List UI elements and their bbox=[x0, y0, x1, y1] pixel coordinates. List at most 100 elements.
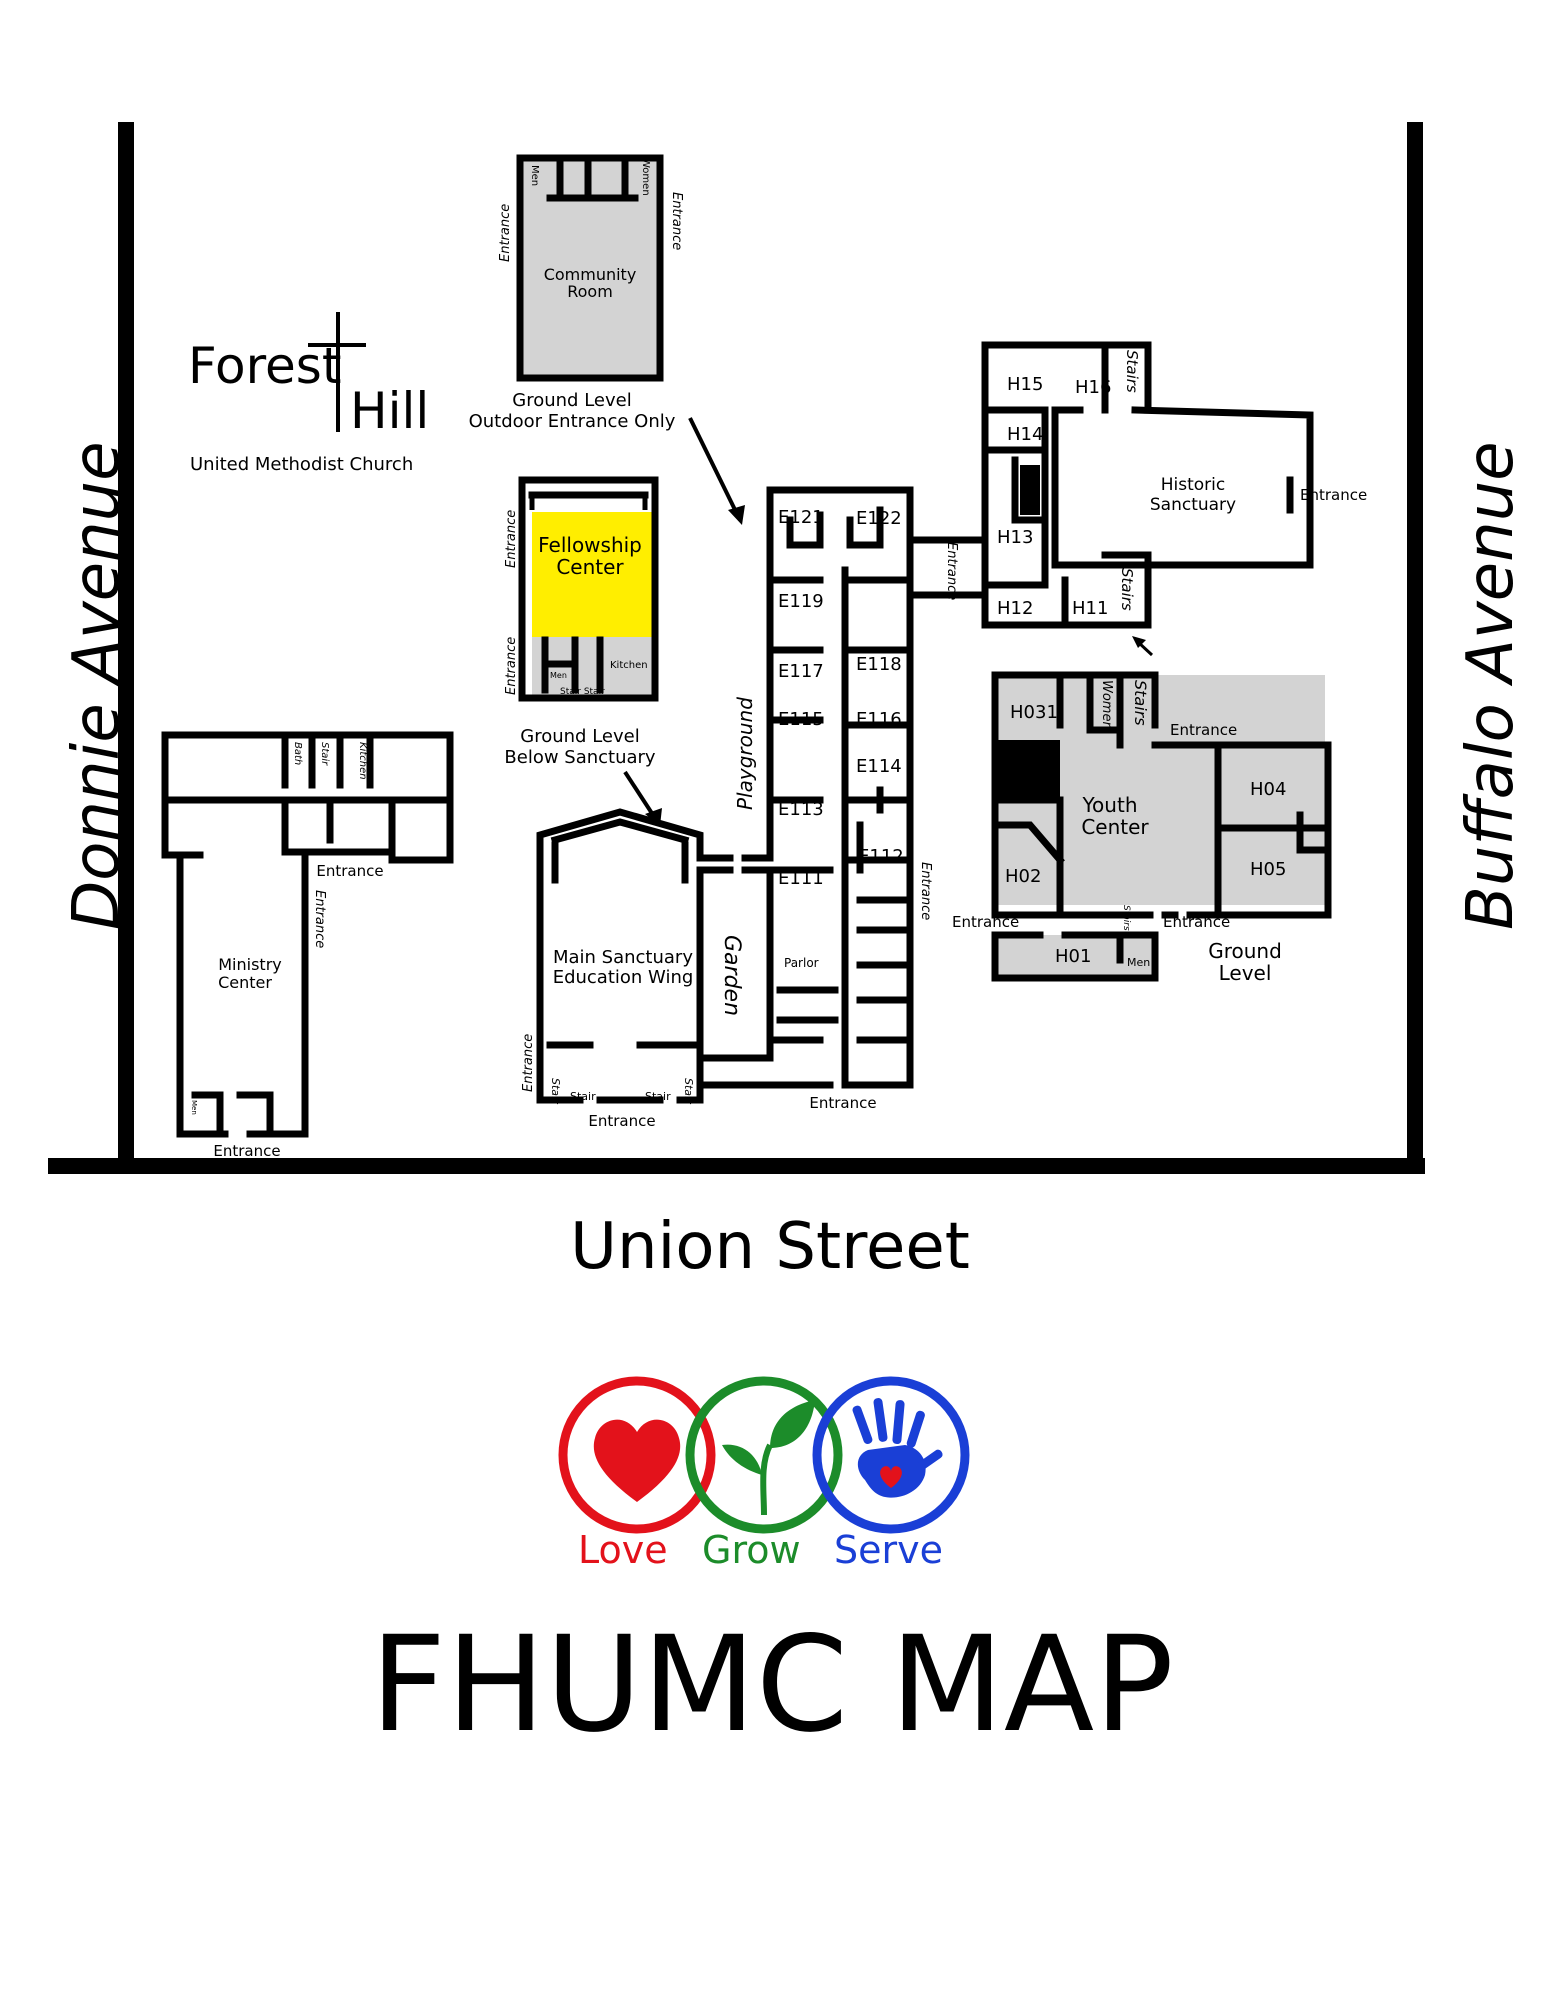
ministry-center-label: Ministry bbox=[218, 955, 282, 974]
svg-text:Center: Center bbox=[218, 973, 272, 992]
stair-label: Stair bbox=[682, 1078, 695, 1105]
love-grow-serve-emblem: Love Grow Serve bbox=[558, 1376, 970, 1572]
svg-text:United Methodist Church: United Methodist Church bbox=[190, 454, 413, 475]
sprout-icon bbox=[722, 1400, 815, 1516]
svg-text:Room: Room bbox=[567, 282, 613, 301]
stair-label: Stair Stair bbox=[560, 687, 605, 697]
entrance-label: Entrance bbox=[1300, 486, 1367, 504]
bath-label: Bath bbox=[292, 742, 303, 765]
historic-sanctuary-building: H15 H16 H14 H13 H12 H11 Historic Sanctua… bbox=[981, 341, 1367, 657]
stair-label: Stair bbox=[645, 1090, 671, 1103]
entrance-label: Entrance bbox=[504, 637, 519, 695]
stair-label: Stair bbox=[570, 1090, 596, 1103]
kitchen-label: Kitchen bbox=[610, 660, 648, 671]
entrance-label: Entrance bbox=[944, 542, 959, 600]
ground-level-note: Ground Level bbox=[520, 726, 639, 747]
ground-level-note: Ground Level bbox=[512, 390, 631, 411]
room-h12: H12 bbox=[997, 598, 1033, 619]
room-h02: H02 bbox=[1005, 866, 1041, 887]
ministry-center-building: Ministry Center Bath Stair Kitchen Entra… bbox=[161, 731, 454, 1160]
room-h031: H031 bbox=[1010, 702, 1058, 723]
serve-circle bbox=[812, 1376, 970, 1534]
main-sanctuary-building: Main Sanctuary Education Wing Garden Pla… bbox=[521, 486, 959, 1130]
room-e113: E113 bbox=[778, 799, 824, 820]
entrance-label: Entrance bbox=[504, 510, 519, 568]
community-room-building: Community Room Men Women Entrance Entran… bbox=[469, 154, 745, 525]
entrance-label: Entrance bbox=[918, 862, 933, 920]
room-e121: E121 bbox=[778, 507, 824, 528]
room-e114: E114 bbox=[856, 756, 902, 777]
room-e115: E115 bbox=[778, 709, 824, 730]
entrance-label: Entrance bbox=[1163, 913, 1230, 931]
handprint-icon bbox=[852, 1398, 943, 1498]
svg-text:Center: Center bbox=[556, 555, 624, 579]
stair-label: Stair bbox=[319, 742, 330, 766]
entrance-label: Entrance bbox=[498, 204, 513, 262]
youth-center-label: Youth bbox=[1082, 793, 1138, 817]
room-e117: E117 bbox=[778, 661, 824, 682]
below-sanctuary-note: Below Sanctuary bbox=[504, 747, 656, 768]
entrance-label: Entrance bbox=[316, 862, 383, 880]
room-e116: E116 bbox=[856, 709, 902, 730]
entrance-label: Entrance bbox=[588, 1112, 655, 1130]
outdoor-entrance-note: Outdoor Entrance Only bbox=[469, 411, 676, 432]
stairs-label: Stairs bbox=[1123, 350, 1141, 393]
arrow-icon bbox=[688, 417, 742, 521]
playground-label: Playground bbox=[733, 697, 757, 810]
entrance-label: Entrance bbox=[952, 913, 1019, 931]
grow-circle bbox=[685, 1376, 843, 1534]
room-e122: E122 bbox=[856, 508, 902, 529]
donnie-avenue-label: Donnie Avenue bbox=[60, 441, 134, 930]
entrance-label: Entrance bbox=[1170, 721, 1237, 739]
room-e112: E112 bbox=[858, 846, 904, 867]
men-restroom-label: Men bbox=[550, 671, 567, 680]
fellowship-center-building: Fellowship Center Kitchen Men Stair Stai… bbox=[504, 476, 662, 826]
svg-text:Sanctuary: Sanctuary bbox=[1150, 495, 1236, 515]
education-wing-label: Education Wing bbox=[553, 967, 694, 988]
entrance-label: Entrance bbox=[669, 192, 684, 250]
ground-level-note: Ground bbox=[1208, 939, 1282, 963]
buffalo-avenue-label: Buffalo Avenue bbox=[1454, 441, 1528, 930]
room-e119: E119 bbox=[778, 591, 824, 612]
stairs-label: Stairs bbox=[1131, 680, 1150, 726]
forest-hill-logo: Forest Hill United Methodist Church bbox=[188, 312, 429, 475]
room-e118: E118 bbox=[856, 654, 902, 675]
entrance-label: Entrance bbox=[213, 1142, 280, 1160]
men-restroom-label: Men bbox=[190, 1100, 198, 1115]
entrance-label: Entrance bbox=[809, 1094, 876, 1112]
entrance-label: Entrance bbox=[312, 890, 327, 948]
fellowship-center-area bbox=[532, 512, 652, 637]
room-e111: E111 bbox=[778, 868, 824, 889]
garden-label: Garden bbox=[719, 935, 744, 1016]
women-restroom-label: Women bbox=[1099, 680, 1114, 730]
stairs-label: Stairs bbox=[1121, 905, 1131, 931]
room-h01: H01 bbox=[1055, 946, 1091, 967]
svg-text:Level: Level bbox=[1219, 961, 1272, 985]
union-street-label: Union Street bbox=[570, 1210, 970, 1284]
room-h11: H11 bbox=[1072, 598, 1108, 619]
women-restroom-label: Women bbox=[640, 158, 651, 196]
serve-label: Serve bbox=[834, 1528, 943, 1572]
stairs-label: Stairs bbox=[1118, 568, 1136, 611]
stair-label: Stair bbox=[549, 1078, 562, 1105]
historic-sanctuary-label: Historic bbox=[1161, 475, 1226, 495]
men-restroom-label: Men bbox=[1127, 956, 1150, 969]
room-h05: H05 bbox=[1250, 859, 1286, 880]
parlor-label: Parlor bbox=[784, 956, 819, 970]
room-h16: H16 bbox=[1075, 377, 1111, 398]
grow-label: Grow bbox=[702, 1528, 801, 1572]
men-restroom-label: Men bbox=[529, 165, 540, 186]
youth-center-building: H031 H04 H05 H02 H01 Youth Center Women … bbox=[952, 671, 1332, 985]
room-h15: H15 bbox=[1007, 374, 1043, 395]
entrance-label: Entrance bbox=[521, 1034, 536, 1092]
love-label: Love bbox=[578, 1528, 668, 1572]
kitchen-label: Kitchen bbox=[357, 742, 368, 780]
svg-text:Center: Center bbox=[1081, 815, 1149, 839]
fellowship-center-label: Fellowship bbox=[538, 533, 642, 557]
arrow-icon bbox=[623, 770, 657, 820]
room-h14: H14 bbox=[1007, 424, 1043, 445]
heart-icon bbox=[593, 1419, 681, 1502]
main-sanctuary-label: Main Sanctuary bbox=[553, 947, 693, 968]
svg-text:Hill: Hill bbox=[350, 382, 429, 440]
